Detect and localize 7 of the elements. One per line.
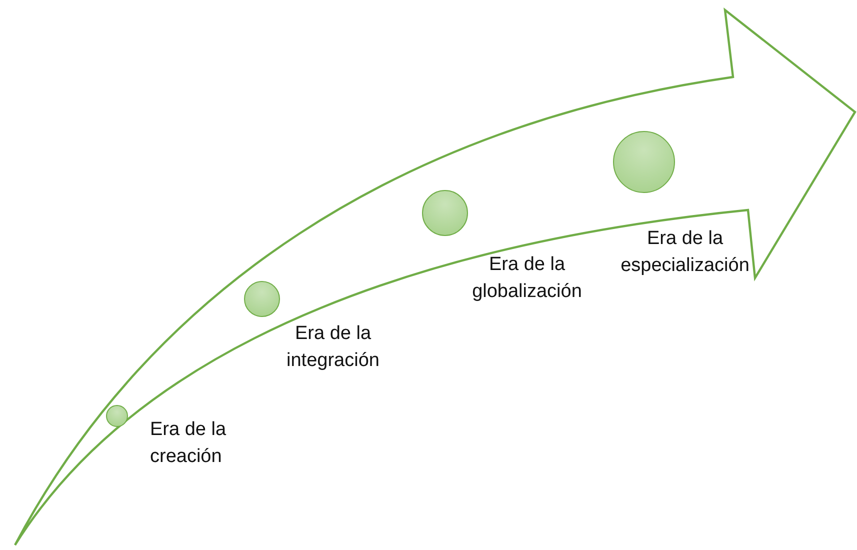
circle-marker [244, 281, 280, 317]
era-label: Era de la integración [286, 322, 380, 373]
circle-marker [422, 190, 468, 236]
era-label: Era de la globalización [471, 253, 583, 304]
era-label: Era de la especialización [620, 227, 750, 278]
era-label: Era de la creación [150, 418, 228, 469]
circle-marker [106, 405, 128, 427]
